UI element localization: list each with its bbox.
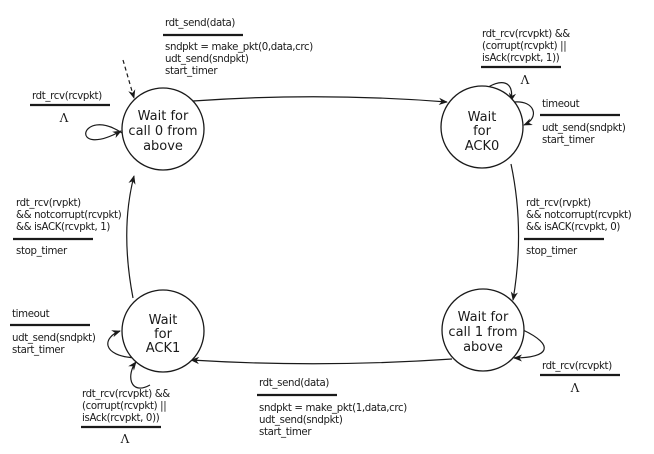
- state-wait-ack1: Wait for ACK1: [121, 289, 205, 373]
- event-text: timeout: [12, 309, 50, 320]
- state-wait-call1: Wait for call 1 from above: [441, 288, 525, 372]
- action-text: udt_send(sndpkt): [12, 333, 96, 344]
- event-text: && notcorrupt(rcvpkt): [16, 210, 122, 221]
- action-text: udt_send(sndpkt): [165, 54, 249, 65]
- action-text: udt_send(sndpkt): [259, 415, 343, 426]
- state-label-line: call 1 from: [448, 325, 517, 340]
- state-label-line: above: [143, 139, 183, 154]
- self-loop-call0: [85, 124, 123, 141]
- state-label-line: Wait for: [458, 310, 509, 325]
- label-ack0-to-call1: rdt_rcv(rvpkt) && notcorrupt(rcvpkt) && …: [524, 198, 632, 257]
- label-call0-to-ack0: rdt_send(data) sndpkt = make_pkt(0,data,…: [163, 18, 314, 77]
- edge-ack0-to-call1: [510, 163, 520, 301]
- action-text: stop_timer: [526, 246, 578, 257]
- action-text: sndpkt = make_pkt(1,data,crc): [259, 403, 407, 414]
- edge-call0-to-ack0: [192, 96, 448, 105]
- event-text: rdt_rcv(rcvpkt) &&: [482, 29, 570, 40]
- action-text: start_timer: [12, 345, 65, 356]
- state-label-line: Wait: [468, 110, 497, 125]
- event-text: rdt_send(data): [165, 18, 235, 29]
- state-label-line: for: [473, 124, 492, 139]
- event-text: isAck(rcvpkt, 0)): [82, 413, 160, 424]
- event-text: (corrupt(rcvpkt) ||: [82, 401, 166, 412]
- event-text: rdt_rcv(rvpkt): [16, 198, 81, 209]
- label-ack1-to-call0: rdt_rcv(rvpkt) && notcorrupt(rcvpkt) && …: [13, 198, 122, 257]
- self-loop-call1: [513, 329, 545, 362]
- event-text: && notcorrupt(rcvpkt): [526, 210, 632, 221]
- event-text: timeout: [542, 99, 580, 110]
- lambda-symbol: Λ: [59, 111, 69, 125]
- label-ack0-self-corrupt: rdt_rcv(rcvpkt) && (corrupt(rcvpkt) || i…: [481, 29, 571, 87]
- label-ack1-self-corrupt: rdt_rcv(rcvpkt) && (corrupt(rcvpkt) || i…: [81, 389, 171, 446]
- state-label-line: Wait: [149, 313, 178, 328]
- label-ack0-timeout: timeout udt_send(sndpkt) start_timer: [540, 99, 626, 146]
- label-call1-self: rdt_rcv(rcvpkt) Λ: [540, 361, 620, 395]
- self-loop-ack1-corrupt: [128, 361, 151, 389]
- event-text: isAck(rcvpkt, 1)): [482, 53, 560, 64]
- action-text: sndpkt = make_pkt(0,data,crc): [165, 42, 313, 53]
- action-text: udt_send(sndpkt): [542, 123, 626, 134]
- event-text: && isACK(rcvpkt, 1): [16, 222, 110, 233]
- action-text: start_timer: [165, 66, 218, 77]
- self-loop-ack0-timeout: [513, 101, 534, 126]
- self-loop-ack1-timeout: [107, 330, 137, 359]
- event-text: rdt_send(data): [259, 378, 329, 389]
- initial-state-arrow: [122, 59, 136, 99]
- label-call1-to-ack1: rdt_send(data) sndpkt = make_pkt(1,data,…: [257, 378, 408, 438]
- event-text: rdt_rcv(rvpkt): [526, 198, 591, 209]
- action-text: start_timer: [542, 135, 595, 146]
- lambda-symbol: Λ: [570, 381, 580, 395]
- state-label-line: Wait for: [138, 109, 189, 124]
- event-text: rdt_rcv(rcvpkt): [32, 91, 102, 102]
- state-wait-call0: Wait for call 0 from above: [121, 87, 205, 171]
- event-text: rdt_rcv(rcvpkt) &&: [82, 389, 170, 400]
- event-text: (corrupt(rcvpkt) ||: [482, 41, 566, 52]
- state-label-line: for: [154, 327, 173, 342]
- state-label-line: ACK0: [465, 139, 500, 154]
- state-label-line: above: [463, 340, 503, 355]
- edge-call1-to-ack1: [190, 356, 453, 365]
- event-text: rdt_rcv(rcvpkt): [542, 361, 612, 372]
- state-label-line: ACK1: [146, 341, 181, 356]
- event-text: && isACK(rcvpkt, 0): [526, 222, 620, 233]
- action-text: start_timer: [259, 427, 312, 438]
- lambda-symbol: Λ: [120, 432, 130, 446]
- label-call0-self: rdt_rcv(rcvpkt) Λ: [30, 91, 110, 125]
- lambda-symbol: Λ: [520, 73, 530, 87]
- edge-ack1-to-call0: [126, 175, 136, 299]
- action-text: stop_timer: [16, 246, 68, 257]
- label-ack1-timeout: timeout udt_send(sndpkt) start_timer: [10, 309, 96, 356]
- state-wait-ack0: Wait for ACK0: [440, 85, 524, 169]
- state-label-line: call 0 from: [128, 124, 197, 139]
